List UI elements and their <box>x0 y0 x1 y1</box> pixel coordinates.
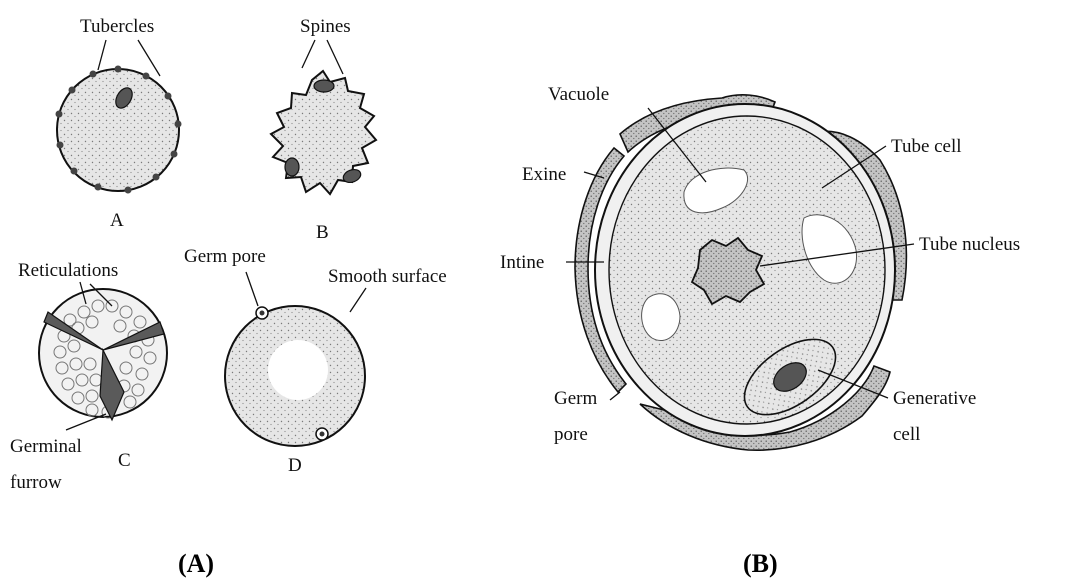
label-b: B <box>316 222 329 243</box>
label-reticulations: Reticulations <box>18 260 118 281</box>
grain-a <box>56 40 182 194</box>
label-germinal: Germinal <box>10 436 82 457</box>
label-tube-cell: Tube cell <box>891 136 962 157</box>
label-germ: Germ <box>554 388 597 409</box>
label-intine: Intine <box>500 252 544 273</box>
pollen-grain-section <box>566 95 914 450</box>
label-cell: cell <box>893 424 920 445</box>
label-germ-pore-d: Germ pore <box>184 246 266 267</box>
grain-b <box>271 40 376 194</box>
label-c: C <box>118 450 131 471</box>
label-exine: Exine <box>522 164 566 185</box>
label-spines: Spines <box>300 16 351 37</box>
label-furrow: furrow <box>10 472 62 493</box>
label-generative: Generative <box>893 388 976 409</box>
grain-c <box>39 282 167 430</box>
label-d: D <box>288 455 302 476</box>
label-smooth-surface: Smooth surface <box>328 266 447 287</box>
label-vacuole: Vacuole <box>548 84 609 105</box>
panel-label-a: (A) <box>178 549 214 578</box>
label-pore: pore <box>554 424 588 445</box>
panel-label-b: (B) <box>743 549 778 578</box>
grain-d <box>225 272 366 446</box>
label-a: A <box>110 210 124 231</box>
label-tubercles: Tubercles <box>80 16 154 37</box>
label-tube-nucleus: Tube nucleus <box>919 234 1020 255</box>
